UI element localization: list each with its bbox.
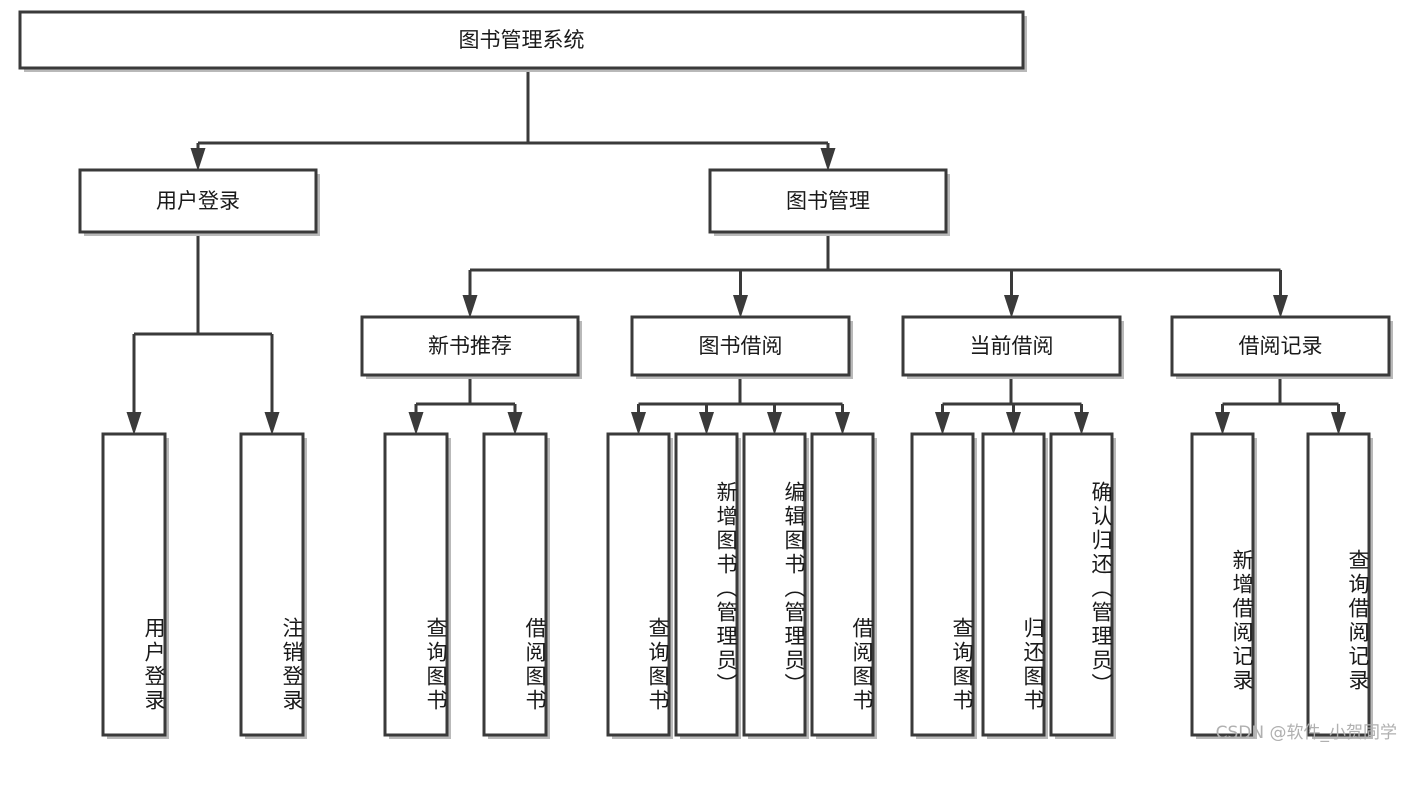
node-borrow-record[interactable] <box>1170 315 1391 377</box>
arrow-head-leaf-query-record <box>1331 412 1346 435</box>
node-label-user-login: 用户登录 <box>156 189 240 213</box>
arrow-head-leaf-user-login <box>126 412 142 435</box>
node-label-book-manage: 图书管理 <box>786 189 870 213</box>
node-label-root: 图书管理系统 <box>459 28 585 52</box>
connector-group-root <box>190 68 836 171</box>
node-box-layer <box>18 10 1393 739</box>
arrow-head-leaf-confirm-return <box>1074 412 1089 435</box>
arrow-head-leaf-return-book <box>1006 412 1021 435</box>
connector-group-book-manage <box>462 232 1288 318</box>
node-leaf-confirm-return[interactable] <box>1049 432 1114 737</box>
node-leaf-add-record[interactable] <box>1190 432 1255 737</box>
node-leaf-query-record[interactable] <box>1306 432 1371 737</box>
connector-group-user-login <box>126 232 280 435</box>
node-book-borrow[interactable] <box>630 315 851 377</box>
node-leaf-user-login[interactable] <box>101 432 167 737</box>
node-label-borrow-record: 借阅记录 <box>1239 334 1323 358</box>
node-current-borrow[interactable] <box>901 315 1122 377</box>
arrow-head-leaf-query-book-rec <box>408 412 424 435</box>
arrow-head-user-login <box>190 148 206 171</box>
node-leaf-query-book-rec[interactable] <box>383 432 449 737</box>
arrow-head-leaf-borrow-book-rec <box>507 412 523 435</box>
node-root[interactable] <box>18 10 1025 70</box>
connector-group-book-borrow <box>631 375 850 435</box>
csdn-watermark: CSDN @软件_小贺同学 <box>1215 723 1397 743</box>
node-leaf-query-book-cur[interactable] <box>910 432 975 737</box>
node-user-login[interactable] <box>78 168 318 234</box>
node-book-manage[interactable] <box>708 168 948 234</box>
arrow-head-leaf-user-logout <box>264 412 280 435</box>
arrow-head-leaf-borrow-book-bor <box>835 412 850 435</box>
arrow-head-current-borrow <box>1004 295 1019 318</box>
node-leaf-return-book[interactable] <box>981 432 1046 737</box>
node-label-new-book-recommend: 新书推荐 <box>428 334 512 358</box>
node-leaf-borrow-book-bor[interactable] <box>810 432 875 737</box>
arrow-head-new-book-recommend <box>462 295 478 318</box>
arrow-head-borrow-record <box>1273 295 1288 318</box>
node-label-book-borrow: 图书借阅 <box>699 334 783 358</box>
node-leaf-user-logout[interactable] <box>239 432 305 737</box>
arrow-head-leaf-add-record <box>1215 412 1230 435</box>
arrow-head-leaf-query-book-cur <box>935 412 950 435</box>
connector-group-new-book-recommend <box>408 375 523 435</box>
arrow-head-book-borrow <box>733 295 748 318</box>
node-new-book-recommend[interactable] <box>360 315 580 377</box>
flowchart-canvas: 图书管理系统用户登录图书管理新书推荐图书借阅当前借阅借阅记录 用户登录注销登录查… <box>18 10 1397 743</box>
node-label-current-borrow: 当前借阅 <box>970 334 1054 358</box>
node-leaf-edit-book[interactable] <box>742 432 807 737</box>
arrow-head-leaf-add-book <box>699 412 714 435</box>
connector-group-borrow-record <box>1215 375 1346 435</box>
node-leaf-query-book-bor[interactable] <box>606 432 671 737</box>
arrow-head-book-manage <box>820 148 836 171</box>
connector-layer <box>126 68 1346 435</box>
arrow-head-leaf-query-book-bor <box>631 412 646 435</box>
node-leaf-add-book[interactable] <box>674 432 739 737</box>
node-leaf-borrow-book-rec[interactable] <box>482 432 548 737</box>
connector-group-current-borrow <box>935 375 1089 435</box>
arrow-head-leaf-edit-book <box>767 412 782 435</box>
